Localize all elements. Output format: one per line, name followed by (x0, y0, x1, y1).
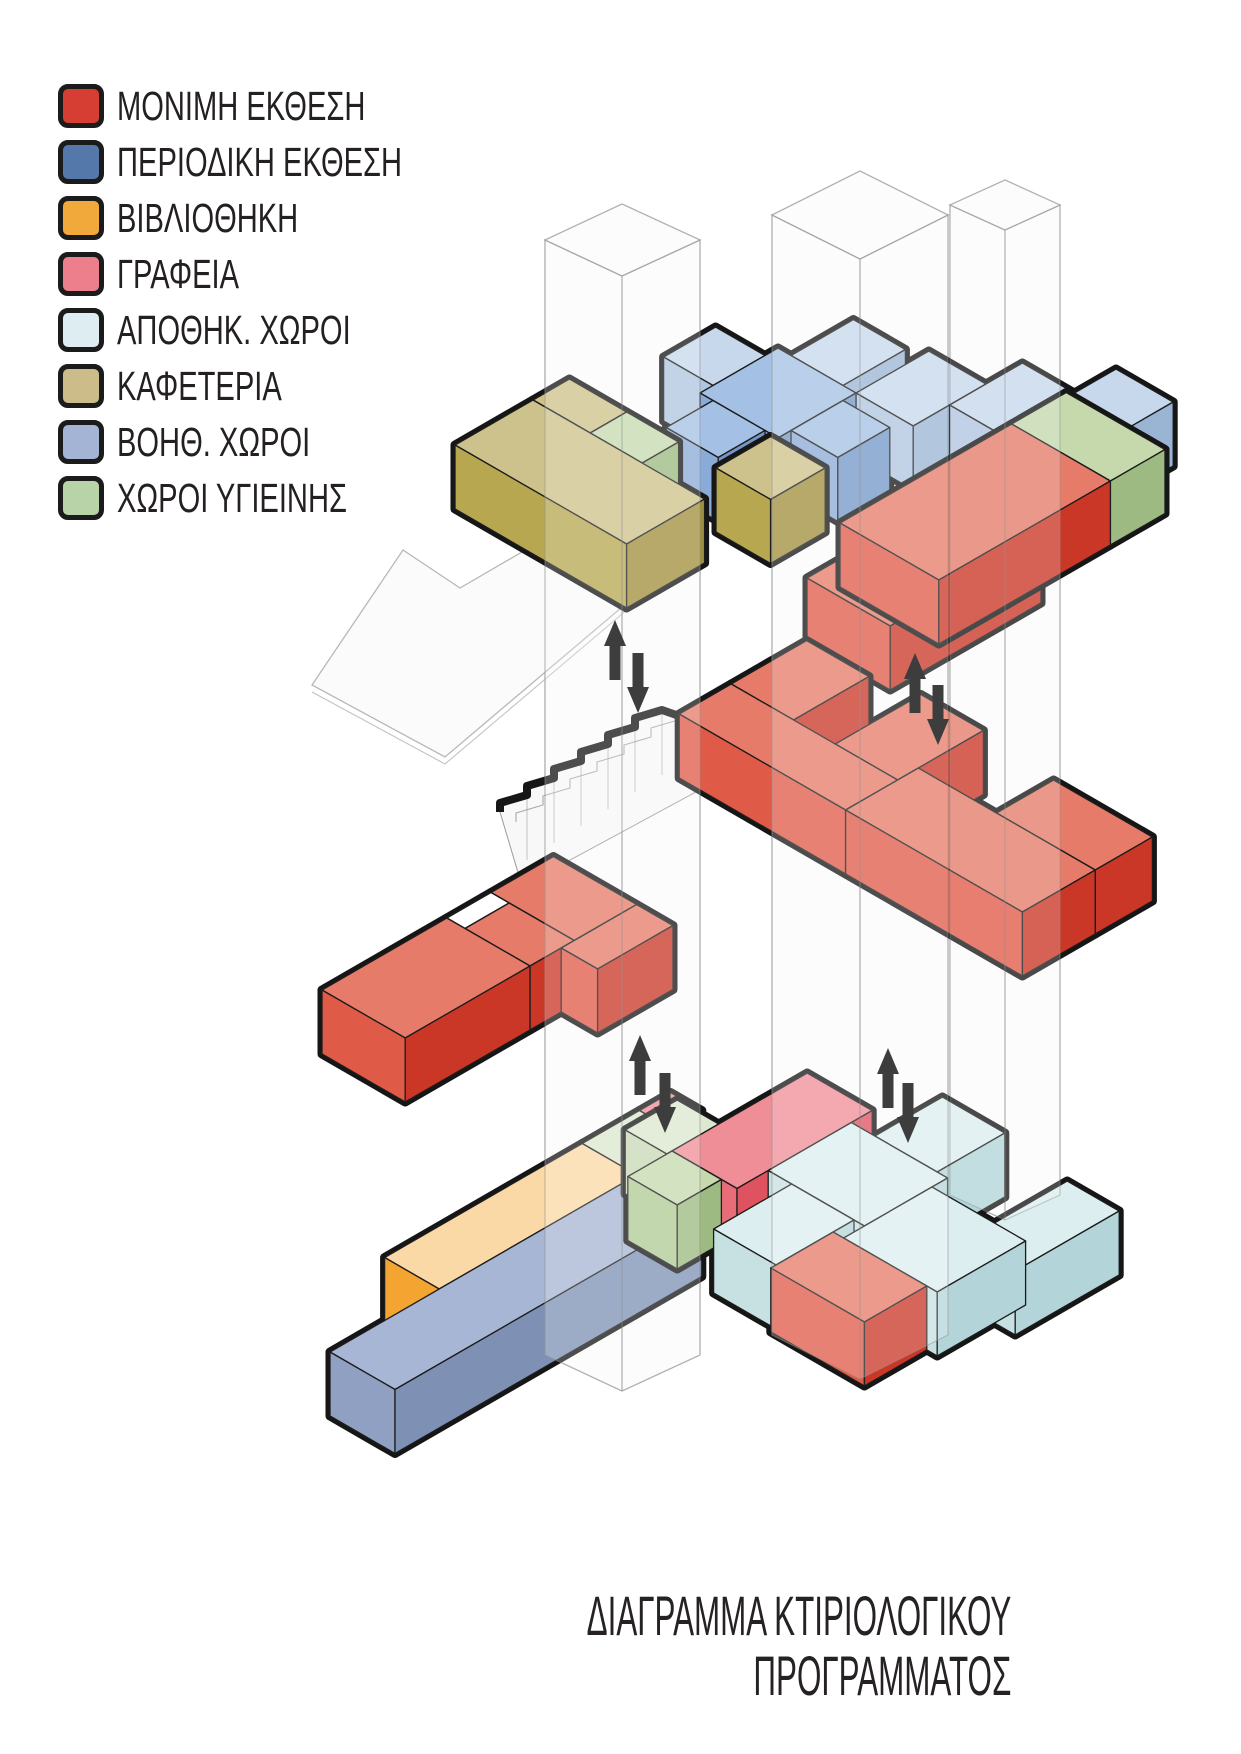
middle-floor-permanent-exhibition-sw-bar (317, 852, 678, 1107)
legend-item-permanent-exhibition: ΜΟΝΙΜΗ ΕΚΘΕΣΗ (58, 82, 518, 129)
legend-item-offices: ΓΡΑΦΕΙΑ (58, 250, 518, 297)
legend-item-cafeteria: ΚΑΦΕΤΕΡΙΑ (58, 362, 518, 409)
legend-item-auxiliary: ΒΟΗΘ. ΧΩΡΟΙ (58, 418, 518, 465)
diagram-title: ΔΙΑΓΡΑΜΜΑ ΚΤΙΡΙΟΛΟΓΙΚΟΥ ΠΡΟΓΡΑΜΜΑΤΟΣ (586, 1586, 1011, 1706)
legend-item-label: ΠΕΡΙΟΔΙΚΗ ΕΚΘΕΣΗ (117, 138, 403, 185)
diagram-title-line1: ΔΙΑΓΡΑΜΜΑ ΚΤΙΡΙΟΛΟΓΙΚΟΥ (586, 1584, 1011, 1647)
elevator-shaft-left-overlay (543, 203, 702, 1392)
top-floor-cafeteria-annex (711, 432, 830, 568)
legend-item-library: ΒΙΒΛΙΟΘΗΚΗ (58, 194, 518, 241)
ground-floor-east-wing (620, 1068, 1124, 1391)
legend: ΜΟΝΙΜΗ ΕΚΘΕΣΗ ΠΕΡΙΟΔΙΚΗ ΕΚΘΕΣΗ ΒΙΒΛΙΟΘΗΚ… (58, 82, 518, 532)
sanitary-swatch-icon (58, 476, 104, 520)
elevator-shaft-right-2-overlay (948, 179, 1062, 1221)
auxiliary-swatch-icon (58, 420, 104, 464)
up-down-arrows-icon (877, 1048, 919, 1143)
legend-item-label: ΑΠΟΘΗΚ. ΧΩΡΟΙ (117, 306, 351, 353)
legend-item-label: ΚΑΦΕΤΕΡΙΑ (117, 362, 282, 409)
legend-item-periodic-exhibition: ΠΕΡΙΟΔΙΚΗ ΕΚΘΕΣΗ (58, 138, 518, 185)
top-floor-permanent-exhibition-bar (835, 388, 1170, 649)
legend-item-label: ΧΩΡΟΙ ΥΓΙΕΙΝΗΣ (117, 474, 347, 521)
library-swatch-icon (58, 196, 104, 240)
legend-item-label: ΜΟΝΙΜΗ ΕΚΘΕΣΗ (117, 82, 366, 129)
up-down-arrows-icon (604, 620, 649, 713)
elevator-shaft-right-overlay (770, 170, 950, 1380)
top-floor-cafeteria (450, 374, 710, 613)
diagram-title-line2: ΠΡΟΓΡΑΜΜΑΤΟΣ (753, 1643, 1011, 1707)
periodic-exhibition-swatch-icon (58, 140, 104, 184)
permanent-exhibition-swatch-icon (58, 84, 104, 128)
legend-item-label: ΓΡΑΦΕΙΑ (117, 250, 240, 297)
legend-item-storage: ΑΠΟΘΗΚ. ΧΩΡΟΙ (58, 306, 518, 353)
legend-item-sanitary: ΧΩΡΟΙ ΥΓΙΕΙΝΗΣ (58, 474, 518, 521)
middle-floor-permanent-exhibition (674, 636, 1157, 981)
storage-swatch-icon (58, 308, 104, 352)
cafeteria-swatch-icon (58, 364, 104, 408)
up-down-arrows-icon (629, 1035, 676, 1133)
legend-item-label: ΒΟΗΘ. ΧΩΡΟΙ (117, 418, 311, 465)
legend-item-label: ΒΙΒΛΙΟΘΗΚΗ (117, 194, 299, 241)
up-down-arrows-icon (904, 653, 949, 745)
offices-swatch-icon (58, 252, 104, 296)
